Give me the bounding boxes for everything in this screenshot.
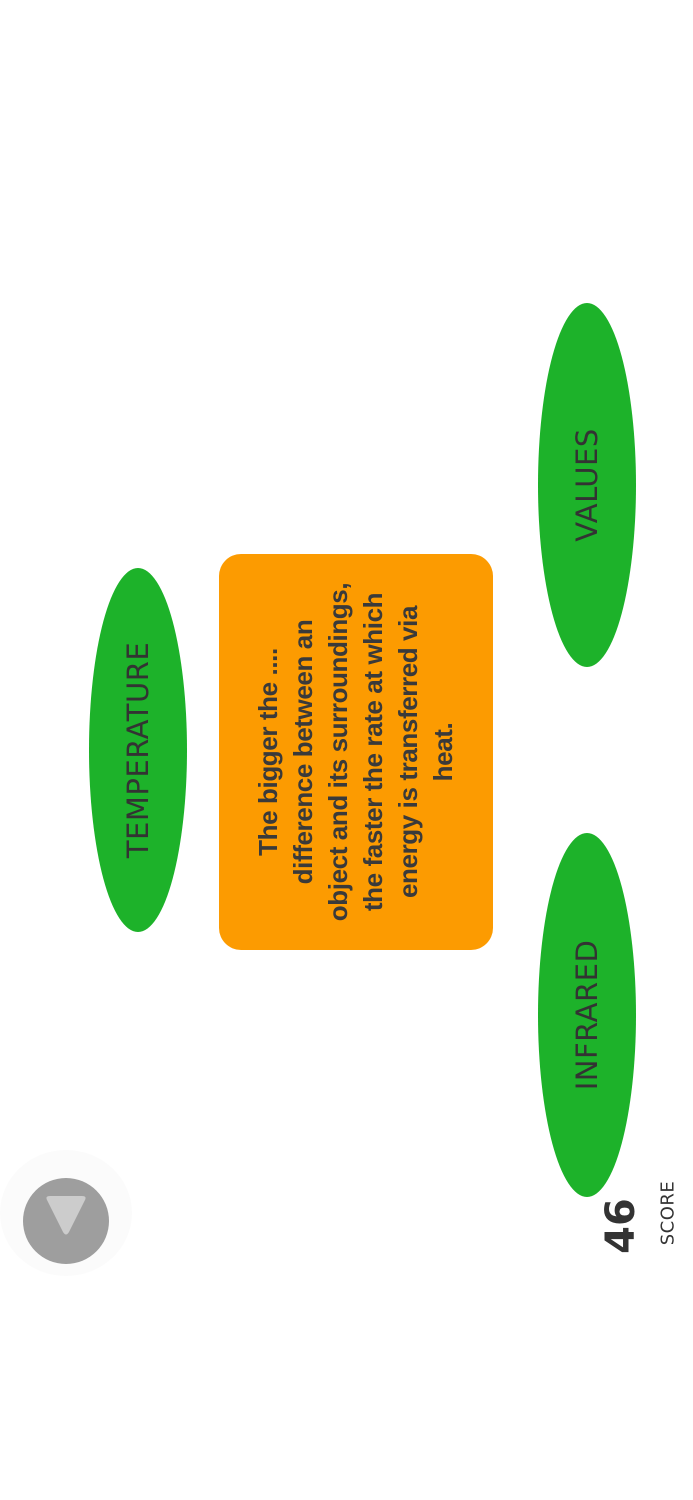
answer-label: TEMPERATURE <box>121 641 155 859</box>
question-text: The bigger the .... difference between a… <box>251 562 461 942</box>
answer-option-infrared[interactable]: INFRARED <box>538 833 636 1197</box>
answer-label: VALUES <box>570 428 604 542</box>
answer-option-temperature[interactable]: TEMPERATURE <box>89 568 187 932</box>
answer-option-values[interactable]: VALUES <box>538 303 636 667</box>
score-value: 46 <box>598 1198 644 1254</box>
triangle-down-icon <box>46 1196 86 1235</box>
question-line: heat. <box>428 722 458 782</box>
answer-label: INFRARED <box>570 939 604 1091</box>
score-label: SCORE <box>657 1180 679 1246</box>
question-card: The bigger the .... difference between a… <box>219 554 493 950</box>
question-line: the faster the rate at which <box>358 592 388 912</box>
question-line: The bigger the .... <box>253 648 283 856</box>
question-line: energy is transferred via <box>393 605 423 899</box>
question-line: object and its surroundings, <box>323 582 353 922</box>
down-button[interactable] <box>23 1178 109 1264</box>
question-line: difference between an <box>288 619 318 885</box>
